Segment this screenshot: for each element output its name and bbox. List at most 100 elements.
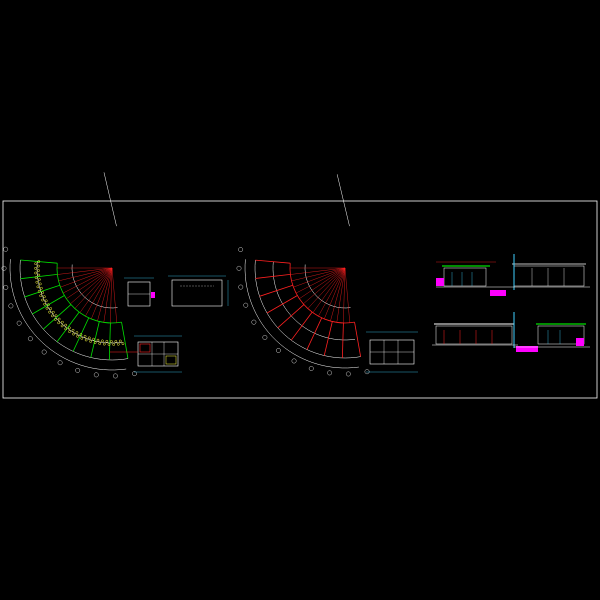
fan-line (79, 267, 113, 313)
planting-mark (89, 340, 92, 343)
elevation-a-body (443, 267, 487, 287)
fan-line (60, 267, 113, 288)
fan-line (111, 267, 117, 323)
elevation-c-body (435, 325, 513, 345)
curved-floor-plan-middle (236, 174, 370, 377)
elevation-drawings (432, 254, 590, 352)
planting-mark (37, 264, 40, 268)
planting-mark (45, 306, 49, 310)
room-divider (20, 273, 58, 280)
planting-mark (50, 314, 54, 318)
drawing-frame (2, 200, 598, 399)
planting-mark (75, 331, 79, 334)
planting-mark (67, 326, 71, 330)
room-divider (24, 284, 60, 298)
planting-mark (92, 337, 95, 341)
axis-bubble (291, 358, 297, 364)
detail-plan-b (171, 279, 223, 307)
planting-mark (79, 333, 83, 336)
fan-line (74, 267, 113, 309)
planting-mark (84, 338, 88, 342)
fan-line (318, 267, 346, 317)
fan-line (344, 267, 350, 323)
axis-bubble (276, 348, 281, 353)
planting-mark (41, 291, 45, 294)
elevation-a-mag-2 (490, 290, 506, 296)
fan-line (58, 267, 113, 282)
axis-bubble (75, 367, 81, 373)
planting-mark (42, 295, 46, 299)
room-divider (121, 322, 129, 359)
planting-mark (71, 328, 75, 332)
axis-bubble (327, 370, 332, 376)
small-detail-plans (124, 275, 229, 307)
fan-line (303, 267, 346, 305)
planting-mark (102, 342, 106, 346)
planting-mark (43, 302, 46, 306)
planting-mark (98, 342, 102, 345)
room-divider (56, 311, 80, 343)
rect-plan-red-zone (139, 343, 151, 353)
planting-mark (37, 273, 41, 277)
fan-line (307, 267, 346, 309)
axis-bubble (8, 303, 14, 309)
axis-bubble (308, 366, 314, 371)
fan-line (336, 267, 346, 323)
fan-line (330, 267, 346, 322)
elevation-b (510, 254, 590, 290)
planting-mark (38, 282, 42, 286)
fan-line (295, 267, 346, 294)
planting-mark (105, 339, 109, 343)
planting-mark (60, 324, 64, 328)
planting-mark (34, 266, 37, 270)
planting-mark (107, 343, 111, 346)
room-divider (306, 317, 323, 350)
elevation-c (432, 312, 518, 348)
axis-bubble (262, 335, 268, 340)
fan-line (293, 267, 346, 288)
arc-line (254, 260, 361, 359)
fan-line (291, 267, 346, 282)
planting-mark (57, 317, 61, 321)
axis-bubble (364, 369, 370, 375)
fan-line (85, 267, 113, 317)
planting-mark (121, 342, 125, 346)
planting-mark (110, 340, 113, 343)
fan-line (110, 267, 113, 323)
fan-line (324, 267, 346, 320)
room-divider (341, 322, 344, 358)
planting-mark (35, 280, 39, 284)
arc-line (272, 261, 356, 341)
planting-mark (116, 342, 120, 346)
arc-line (19, 259, 129, 361)
axis-bubble (57, 360, 63, 366)
axis-bubble (41, 349, 47, 355)
planting-mark (64, 323, 68, 327)
fan-line (97, 267, 113, 322)
room-divider (43, 304, 72, 330)
planting-mark (37, 269, 40, 272)
top-wing-line (336, 174, 350, 227)
planting-mark (48, 310, 51, 314)
elevation-a-mag-1 (436, 278, 444, 286)
planting-mark (112, 343, 116, 346)
room-divider (20, 259, 58, 264)
fan-line (57, 267, 113, 275)
fan-line (103, 267, 113, 323)
room-divider (255, 273, 291, 279)
elevation-d-mag-2 (576, 338, 584, 346)
room-divider (277, 304, 305, 329)
arc-line (36, 261, 123, 344)
elevation-d (514, 323, 590, 352)
room-divider (323, 321, 333, 356)
detail-plan-a-fill (151, 292, 155, 298)
room-divider (90, 321, 100, 358)
arc-line (71, 264, 118, 309)
arc-line (244, 259, 359, 369)
elevation-d-body (537, 325, 585, 345)
axis-bubble (3, 246, 9, 252)
room-divider (32, 295, 65, 315)
axis-bubble (238, 284, 244, 290)
fan-line (299, 267, 346, 299)
